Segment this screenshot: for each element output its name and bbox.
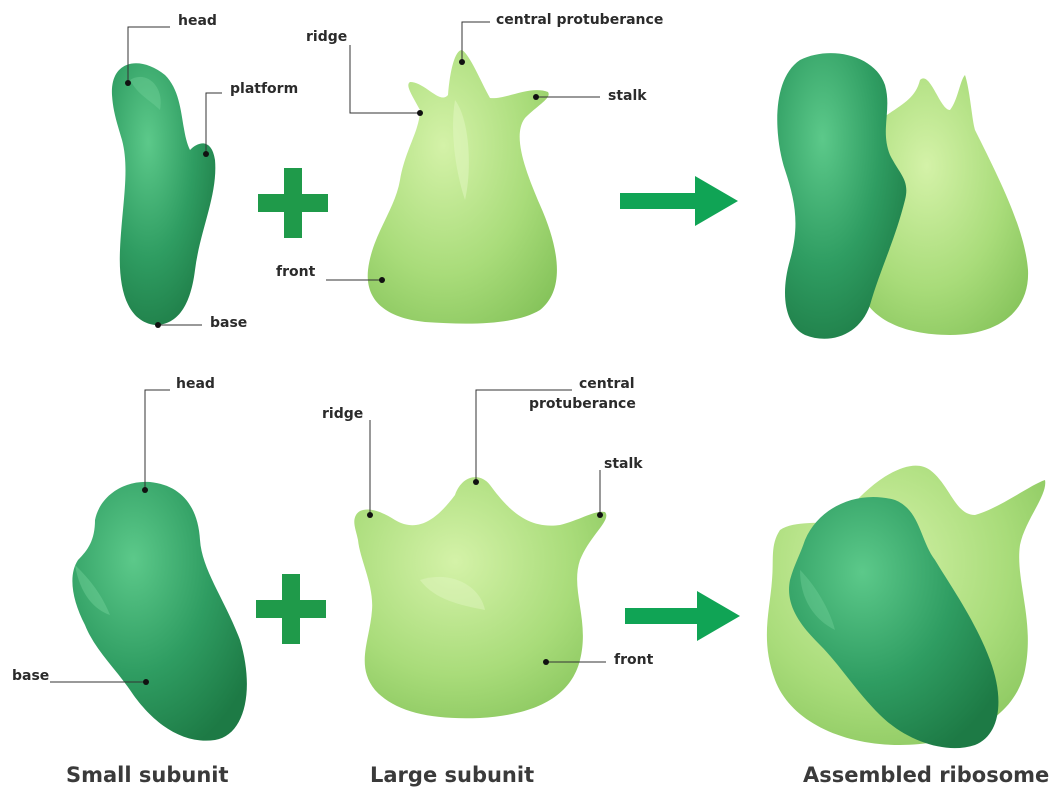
- small-subunit-top: [112, 63, 215, 325]
- svg-text:protuberance: protuberance: [529, 396, 636, 412]
- svg-text:stalk: stalk: [604, 456, 643, 472]
- plus-icon: [256, 574, 326, 644]
- assembled-ribosome-top: [777, 53, 1028, 339]
- svg-text:central: central: [579, 376, 635, 392]
- label-large-ridge-top: ridge: [306, 29, 423, 116]
- svg-text:platform: platform: [230, 81, 298, 97]
- label-small-platform-top: platform: [203, 81, 298, 157]
- label-large-stalk-bottom: stalk: [597, 456, 643, 518]
- assembled-ribosome-bottom: [767, 466, 1045, 749]
- caption-assembled-ribosome: Assembled ribosome: [803, 763, 1049, 787]
- svg-text:ridge: ridge: [322, 406, 363, 422]
- label-large-central-top: central protuberance: [459, 12, 663, 65]
- label-small-head-bottom: head: [142, 376, 215, 493]
- svg-text:front: front: [276, 264, 316, 280]
- large-subunit-top: [368, 50, 557, 324]
- svg-text:base: base: [12, 668, 49, 684]
- svg-text:ridge: ridge: [306, 29, 347, 45]
- svg-text:central protuberance: central protuberance: [496, 12, 663, 28]
- small-subunit-bottom: [72, 482, 247, 741]
- arrow-right-icon: [625, 591, 740, 641]
- svg-text:head: head: [178, 13, 217, 29]
- label-large-ridge-bottom: ridge: [322, 406, 373, 518]
- large-subunit-bottom: [354, 477, 606, 718]
- svg-text:front: front: [614, 652, 654, 668]
- arrow-right-icon: [620, 176, 738, 226]
- label-large-stalk-top: stalk: [533, 88, 647, 104]
- svg-text:base: base: [210, 315, 247, 331]
- svg-text:head: head: [176, 376, 215, 392]
- caption-small-subunit: Small subunit: [66, 763, 229, 787]
- plus-icon: [258, 168, 328, 238]
- caption-large-subunit: Large subunit: [370, 763, 534, 787]
- svg-text:stalk: stalk: [608, 88, 647, 104]
